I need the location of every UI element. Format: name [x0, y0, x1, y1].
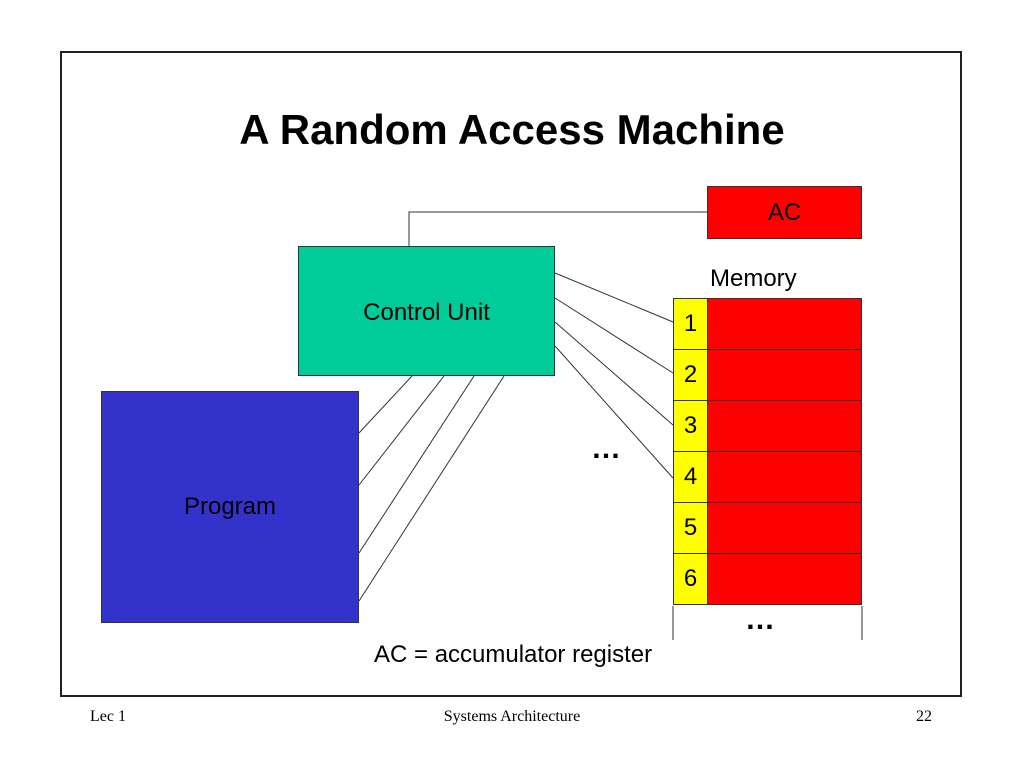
memory-cell: [707, 298, 862, 350]
program-block: Program: [101, 391, 359, 623]
memory-cell: [707, 349, 862, 401]
memory-label: Memory: [710, 265, 797, 292]
wire-ac-control: [408, 211, 707, 246]
memory-cell: [707, 451, 862, 503]
program-label: Program: [183, 493, 277, 520]
wire-control-mem-3: [554, 321, 674, 426]
memory-row: 3: [673, 400, 862, 452]
accumulator-label: AC: [767, 198, 802, 226]
wire-program-control-4: [358, 375, 505, 602]
caption: AC = accumulator register: [374, 641, 653, 668]
wire-control-mem-1: [554, 272, 674, 323]
memory-index: 3: [673, 400, 708, 452]
memory-index: 6: [673, 553, 708, 605]
wire-control-mem-4: [554, 345, 674, 479]
slide-frame: [60, 51, 962, 697]
memory-index: 4: [673, 451, 708, 503]
memory-row: 1: [673, 298, 862, 350]
control-unit-label: Control Unit: [363, 299, 490, 326]
memory-index: 2: [673, 349, 708, 401]
wire-program-control-3: [358, 375, 475, 554]
memory-row: 4: [673, 451, 862, 503]
memory-row: 5: [673, 502, 862, 554]
memory-row: 2: [673, 349, 862, 401]
memory-index: 1: [673, 298, 708, 350]
wire-program-control-1: [358, 375, 413, 434]
slide-title: A Random Access Machine: [239, 106, 785, 153]
accumulator-register: AC: [707, 186, 862, 239]
memory-more-ellipsis: …: [745, 603, 776, 636]
connections-ellipsis: …: [591, 432, 622, 465]
wire-program-control-2: [358, 375, 445, 486]
memory-cell: [707, 502, 862, 554]
footer-lecture: Lec 1: [90, 708, 126, 725]
memory-index: 5: [673, 502, 708, 554]
footer-page-number: 22: [916, 708, 932, 725]
memory-cell: [707, 553, 862, 605]
wire-control-mem-2: [554, 297, 674, 374]
memory-array: 1 2 3 4 5 6: [673, 298, 862, 606]
footer-course: Systems Architecture: [443, 708, 581, 725]
memory-cell: [707, 400, 862, 452]
memory-row: 6: [673, 553, 862, 605]
control-unit: Control Unit: [298, 246, 555, 376]
